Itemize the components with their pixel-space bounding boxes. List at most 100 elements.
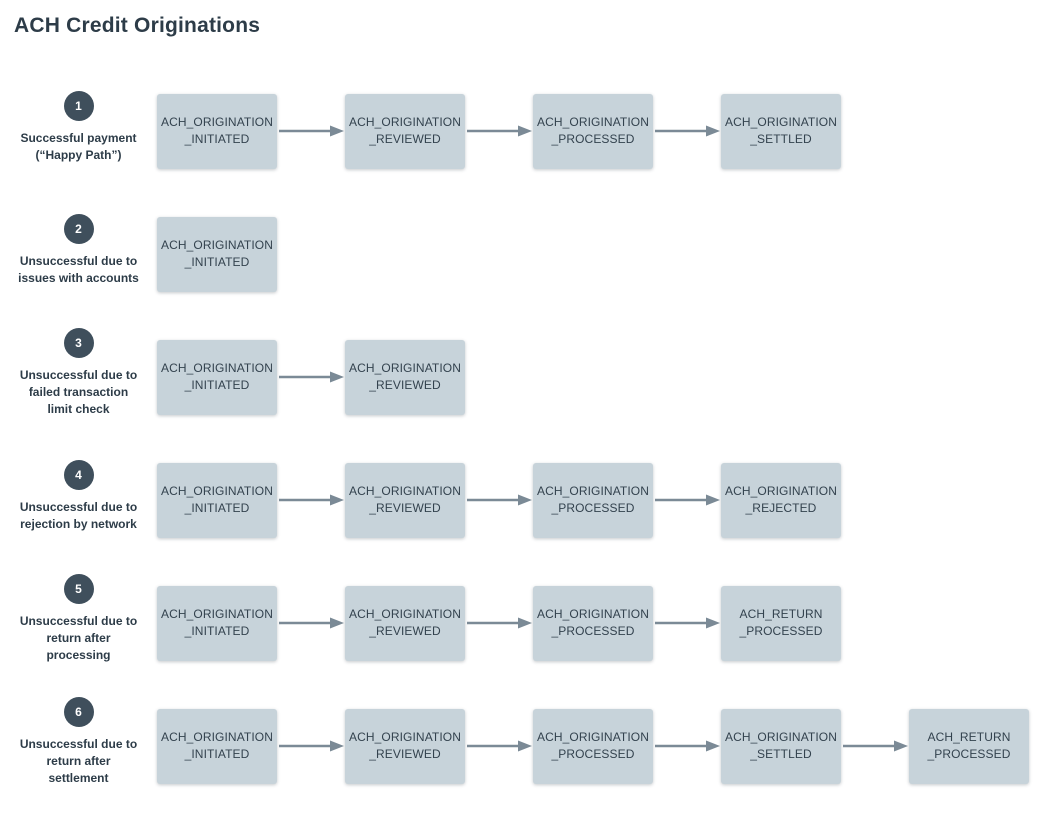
state-box: ACH_RETURN _PROCESSED (909, 708, 1029, 784)
arrow-right-icon (277, 615, 345, 631)
step-number-badge: 4 (63, 459, 94, 490)
state-box-line: _INITIATED (184, 747, 250, 761)
state-box-line: _INITIATED (184, 501, 250, 515)
arrow-right-icon (465, 738, 533, 754)
arrow-right-icon (841, 738, 909, 754)
arrow-right-icon (653, 738, 721, 754)
row-label-line: Unsuccessful due to (19, 499, 138, 514)
state-box: ACH_ORIGINATION _INITIATED (157, 93, 277, 169)
state-box: ACH_ORIGINATION_REVIEWED (345, 708, 465, 784)
state-box-line: _SETTLED (750, 132, 812, 146)
state-box: ACH_ORIGINATION _PROCESSED (533, 708, 653, 784)
state-box-line: ACH_ORIGINATION (537, 607, 649, 621)
state-box: ACH_ORIGINATION _SETTLED (721, 708, 841, 784)
state-box-line: ACH_ORIGINATION (349, 361, 461, 375)
state-box-line: _PROCESSED (739, 624, 823, 638)
state-box: ACH_ORIGINATION_REVIEWED (345, 339, 465, 415)
row-label-line: limit check (47, 402, 110, 416)
state-box-line: _INITIATED (184, 132, 250, 146)
state-box-line: ACH_ORIGINATION (161, 607, 273, 621)
row-label: Unsuccessful due to rejection by network (20, 499, 137, 533)
row-label-line: Unsuccessful due to (19, 368, 138, 382)
row-label-line: (“Happy Path”) (35, 147, 122, 162)
state-box-line: ACH_ORIGINATION (725, 484, 837, 498)
arrow-right-icon (277, 738, 345, 754)
row-label-line: settlement (48, 771, 109, 785)
state-box: ACH_ORIGINATION _INITIATED (157, 216, 277, 292)
state-box-line: _REVIEWED (369, 501, 441, 515)
row-label-line: failed transaction (28, 385, 129, 399)
arrow-right-icon (653, 123, 721, 139)
state-box-line: ACH_ORIGINATION (349, 607, 461, 621)
state-box-line: ACH_ORIGINATION (537, 730, 649, 744)
page-title: ACH Credit Originations (14, 14, 261, 37)
row-label-line: return after (46, 754, 111, 768)
state-box-line: _PROCESSED (551, 747, 635, 761)
row-label-line: Unsuccessful due to (19, 737, 138, 751)
step-number-badge: 2 (63, 213, 94, 244)
arrow-right-icon (465, 492, 533, 508)
arrow-right-icon (277, 492, 345, 508)
state-box-line: ACH_ORIGINATION (725, 115, 837, 129)
state-box-line: ACH_ORIGINATION (537, 484, 649, 498)
state-box: ACH_ORIGINATION_PROCESSED (533, 93, 653, 169)
state-box-line: ACH_ORIGINATION (161, 361, 273, 375)
state-box: ACH_ORIGINATION _REJECTED (721, 462, 841, 538)
state-box-line: ACH_ORIGINATION (349, 484, 461, 498)
row-label: Successful payment (“Happy Path”) (20, 130, 136, 164)
state-box-line: _INITIATED (184, 255, 250, 269)
state-box-line: _PROCESSED (551, 624, 635, 638)
state-box-line: ACH_ORIGINATION (349, 115, 461, 129)
state-box: ACH_ORIGINATION _INITIATED (157, 585, 277, 661)
step-number-badge: 5 (63, 574, 94, 604)
state-box-line: _REVIEWED (369, 747, 441, 761)
state-box-line: _REJECTED (745, 501, 817, 515)
state-box: ACH_ORIGINATION_INITIATED (157, 462, 277, 538)
state-box-line: ACH_ORIGINATION (161, 115, 273, 129)
state-box-line: _INITIATED (184, 624, 250, 638)
row-label-line: return after (46, 631, 111, 645)
state-box: ACH_ORIGINATION _PROCESSED (533, 462, 653, 538)
state-box: ACH_ORIGINATION_REVIEWED (345, 93, 465, 169)
state-box: ACH_ORIGINATION _REVIEWED (345, 585, 465, 661)
arrow-right-icon (465, 123, 533, 139)
arrow-right-icon (465, 615, 533, 631)
row-label-line: rejection by network (20, 516, 137, 531)
row-label-line: Successful payment (20, 130, 137, 145)
step-number-badge: 1 (63, 90, 94, 121)
state-box-line: _PROCESSED (927, 747, 1011, 761)
state-box-line: _SETTLED (750, 747, 812, 761)
state-box-line: ACH_RETURN (739, 607, 823, 621)
state-box-line: ACH_ORIGINATION (161, 730, 273, 744)
state-box-line: ACH_ORIGINATION (725, 730, 837, 744)
state-box-line: ACH_RETURN (927, 730, 1011, 744)
row-label-line: Unsuccessful due to (19, 253, 138, 268)
step-number-badge: 3 (63, 328, 94, 358)
state-box: ACH_ORIGINATION _SETTLED (721, 93, 841, 169)
row-label: Unsuccessful due to failed transaction lim… (20, 367, 137, 418)
state-box: ACH_ORIGINATION _REVIEWED (345, 462, 465, 538)
state-box: ACH_RETURN _PROCESSED (721, 585, 841, 661)
state-box-line: _REVIEWED (369, 624, 441, 638)
state-box: ACH_ORIGINATION _PROCESSED (533, 585, 653, 661)
step-number-badge: 6 (63, 697, 94, 727)
arrow-right-icon (277, 123, 345, 139)
arrow-right-icon (653, 492, 721, 508)
state-box-line: _PROCESSED (551, 501, 635, 515)
state-box-line: ACH_ORIGINATION (161, 238, 273, 252)
